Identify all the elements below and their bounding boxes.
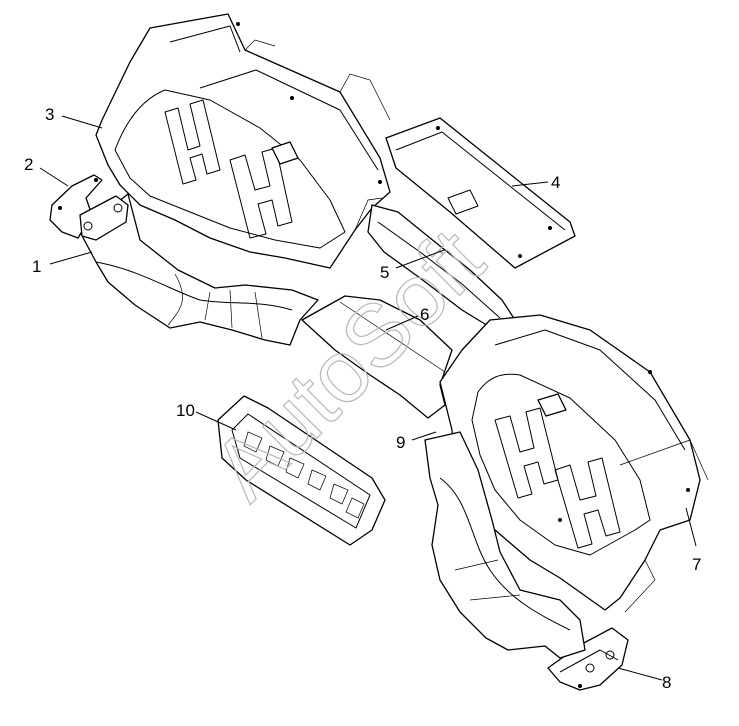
callouts: 1 2 3 4 5 6 7 8 9 10: [24, 105, 701, 692]
callout-5: 5: [380, 263, 389, 282]
callout-2: 2: [24, 155, 33, 174]
leader-9: [411, 431, 437, 441]
leader-4: [511, 181, 549, 187]
part-1-heat-shield-left: [79, 193, 319, 346]
callout-7: 7: [692, 555, 701, 574]
part-4-cover-panel: [385, 117, 576, 269]
part-6-shield-sheet: [301, 295, 453, 419]
leader-5: [395, 249, 445, 269]
leader-1: [49, 251, 93, 265]
leader-10: [195, 411, 237, 431]
part-10-grille-panel: [217, 395, 386, 546]
callout-9: 9: [396, 433, 405, 452]
leader-7: [685, 507, 697, 547]
callout-10: 10: [176, 401, 195, 420]
callout-6: 6: [420, 305, 429, 324]
callout-8: 8: [662, 673, 671, 692]
callout-3: 3: [45, 105, 54, 124]
callout-4: 4: [551, 173, 560, 192]
leader-lines: [39, 115, 697, 681]
part-9-heat-shield-right: [424, 431, 586, 659]
part-8-bracket-right: [547, 627, 629, 691]
part-3-housing-upper: [95, 13, 391, 269]
leader-2: [39, 167, 69, 187]
leader-3: [61, 115, 103, 129]
leader-8: [617, 667, 663, 681]
callout-1: 1: [32, 257, 41, 276]
leader-6: [385, 315, 419, 331]
part-2-bracket-left: [49, 174, 129, 241]
part-7-housing-lower: [439, 314, 709, 613]
